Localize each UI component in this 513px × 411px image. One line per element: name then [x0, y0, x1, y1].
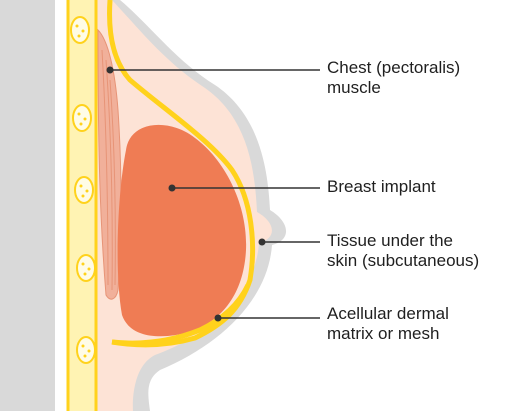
- label-dermal-matrix-line-2: matrix or mesh: [327, 324, 449, 344]
- label-breast-implant-line-1: Breast implant: [327, 177, 436, 197]
- rib-3: [75, 177, 93, 203]
- leader-dot-subcutaneous: [259, 239, 266, 246]
- label-subcutaneous-line-2: skin (subcutaneous): [327, 251, 479, 271]
- label-dermal-matrix: Acellular dermal matrix or mesh: [327, 304, 449, 344]
- label-breast-implant: Breast implant: [327, 177, 436, 197]
- label-chest-muscle-line-2: muscle: [327, 78, 460, 98]
- leader-dot-chest-muscle: [107, 67, 114, 74]
- label-chest-muscle: Chest (pectoralis) muscle: [327, 58, 460, 98]
- rib-1: [71, 17, 89, 43]
- label-subcutaneous-tissue: Tissue under the skin (subcutaneous): [327, 231, 479, 271]
- rib-2: [73, 105, 91, 131]
- rib-4: [77, 255, 95, 281]
- label-chest-muscle-line-1: Chest (pectoralis): [327, 58, 460, 78]
- leader-dot-dermal-matrix: [215, 315, 222, 322]
- leader-dot-implant: [169, 185, 176, 192]
- label-subcutaneous-line-1: Tissue under the: [327, 231, 479, 251]
- label-dermal-matrix-line-1: Acellular dermal: [327, 304, 449, 324]
- rib-5: [77, 337, 95, 363]
- left-white-strip: [55, 0, 67, 411]
